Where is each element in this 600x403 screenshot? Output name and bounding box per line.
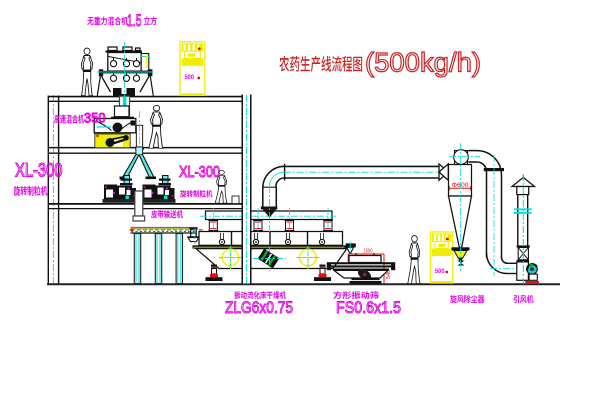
svg-text:FS0.6x1.5: FS0.6x1.5 (336, 299, 401, 317)
svg-text:XL-300: XL-300 (15, 160, 63, 182)
svg-text:1.5: 1.5 (127, 11, 142, 30)
svg-text:XL-300: XL-300 (179, 164, 220, 181)
svg-text:1500: 1500 (364, 249, 373, 255)
svg-text:500: 500 (185, 74, 195, 81)
svg-text:ZLG6x0.75: ZLG6x0.75 (225, 299, 293, 317)
svg-text:350: 350 (84, 111, 106, 126)
svg-text:540: 540 (386, 270, 392, 279)
svg-text:(500kg/h): (500kg/h) (365, 48, 481, 78)
svg-text:500: 500 (435, 268, 445, 275)
